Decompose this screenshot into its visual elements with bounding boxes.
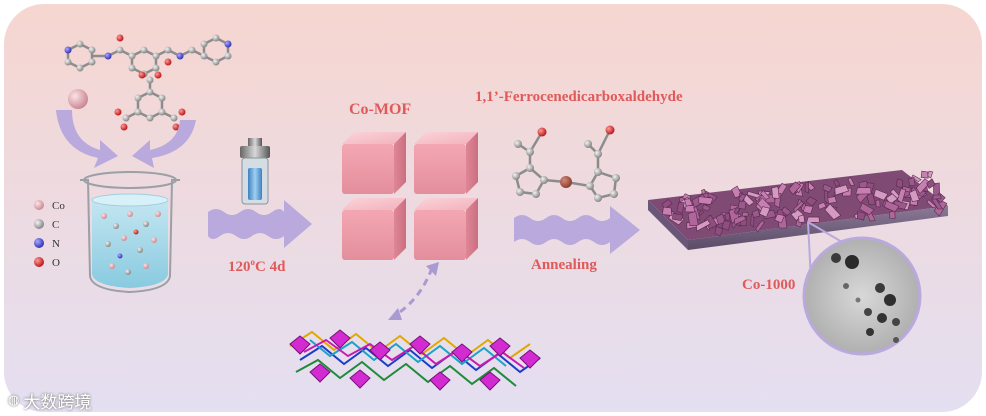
carbon-flake [926,199,937,209]
condition-label: 120oC 4d [228,257,286,275]
ferrocene-dicarboxaldehyde-molecule [512,125,620,202]
legend-co-sphere [34,200,44,210]
zoom-line-top [807,221,843,243]
iron-center-sphere [560,176,572,188]
mof-crystal-structure [289,329,541,391]
carbon-flake [805,196,818,207]
watermark-text: 大数跨境 [23,393,92,413]
carbon-flake [824,203,842,220]
curved-arrow-left [56,110,118,168]
autoclave-vial-icon [240,138,270,205]
carbon-flake [875,199,881,208]
beaker-contents-atoms [101,211,161,275]
legend-co-label: Co [52,200,65,212]
carbon-flake [822,183,833,193]
legend-n-sphere [34,238,44,248]
carbon-flake [920,170,929,179]
carbon-flake [724,212,731,221]
carbon-flake [804,182,809,194]
carbon-flake [915,178,931,195]
carbon-flake [733,214,747,225]
carbon-flakes [661,170,948,237]
annealing-label: Annealing [531,257,597,273]
carbon-flake [676,201,685,214]
carbon-flake [758,206,771,218]
co-mof-cube-bottom-right [414,198,478,260]
co-mof-cube-top-right [414,132,478,194]
carbon-flake [873,188,889,201]
carbon-flake [897,188,907,204]
watermark: ◍ 大数跨境 [8,388,91,413]
dashed-zoom-arrow [388,262,439,320]
carbon-flake [741,211,749,217]
carbon-flake [755,220,765,233]
co-mof-cube-top-left [342,132,406,194]
wavy-arrow-annealing [514,206,640,254]
carbon-flake [788,181,802,195]
carbon-flake [771,186,780,199]
carbon-flake [866,192,876,205]
watermark-logo-icon: ◍ [8,393,20,408]
carbon-flake [738,193,747,203]
carbon-flake [859,202,875,216]
carbon-flake [883,200,900,213]
product-label: Co-1000 [742,277,795,293]
carbon-flake [823,190,829,204]
co-mof-label: Co-MOF [349,101,411,118]
trimesic-atoms [114,71,186,131]
carbon-flake [833,179,841,187]
carbon-flake [926,178,936,189]
linker-atoms [64,34,232,78]
carbon-flake [662,206,672,216]
carbon-flake [896,178,903,189]
carbon-flake [774,213,785,224]
carbon-flake [802,205,814,215]
legend-o-sphere [34,257,44,267]
legend-c-sphere [34,219,44,229]
carbon-flake [932,194,942,200]
legend-n-label: N [52,238,60,250]
carbon-flake [714,225,724,237]
carbon-flake [817,202,827,210]
background-panel [4,4,982,412]
carbon-flake [909,189,920,203]
carbon-flake [661,199,673,210]
carbon-flake [911,174,922,183]
carbon-flake [847,177,855,186]
atom-legend: Co C N O [34,200,65,269]
carbon-flake [855,187,872,195]
carbon-flake [733,206,741,215]
carbon-flake [793,201,805,214]
co-mof-cube-bottom-left [342,198,406,260]
carbon-flake [856,211,866,221]
tem-image-inset [802,236,922,356]
carbon-flake [687,211,699,227]
carbon-flake [806,216,820,223]
carbon-flake [889,210,896,219]
carbon-flake [760,190,771,200]
carbon-flake [798,214,805,223]
curved-arrow-right [132,120,196,168]
wavy-arrow-synthesis [208,200,312,248]
carbon-flake [684,198,693,207]
carbon-flake [834,184,850,196]
cobalt-ion-sphere [68,89,88,109]
reagent-label: 1,1’-Ferrocenedicarboxaldehyde [475,89,683,105]
carbon-flake [698,196,714,205]
carbon-flake [721,220,732,231]
carbon-flake [715,213,726,225]
legend-c-label: C [52,219,59,231]
legend-o-label: O [52,257,60,269]
carbon-flake [696,219,711,232]
carbon-flake [781,206,792,216]
carbon-flake [672,213,684,222]
carbon-flake [746,191,762,199]
carbon-flake [702,203,711,212]
carbon-flake [908,177,916,186]
